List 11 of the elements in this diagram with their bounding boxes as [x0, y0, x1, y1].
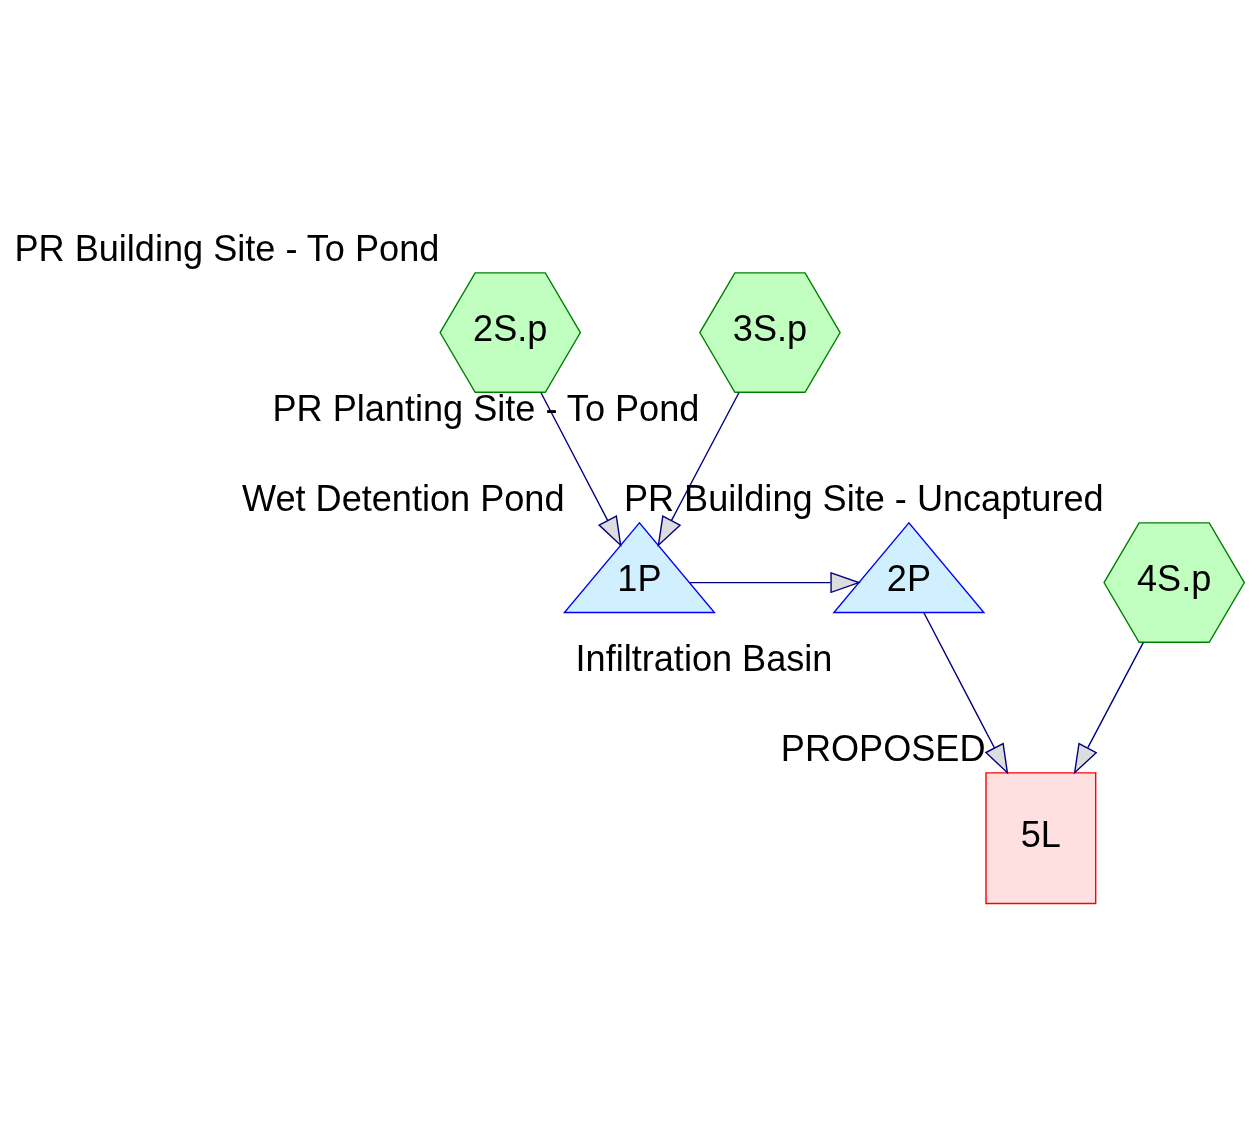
- arrow: [689, 571, 861, 593]
- node-label: PR Building Site - To Pond: [14, 227, 440, 269]
- arrow: [923, 611, 1009, 775]
- arrow: [540, 391, 622, 547]
- node-label: Wet Detention Pond: [242, 477, 565, 519]
- arrow: [1073, 641, 1144, 775]
- node-label: Infiltration Basin: [575, 637, 833, 679]
- node-label: PR Building Site - Uncaptured: [623, 477, 1104, 519]
- arrow: [657, 391, 740, 547]
- node-box: 5L: [985, 771, 1097, 904]
- node-label: PROPOSED: [780, 727, 986, 769]
